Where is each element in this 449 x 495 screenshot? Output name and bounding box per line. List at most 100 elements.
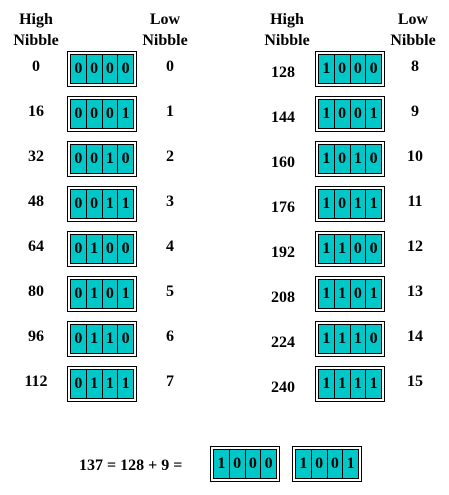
- bit-cell: 1: [86, 369, 103, 399]
- bit-cell: 0: [70, 189, 87, 219]
- bit-cell: 1: [334, 279, 351, 309]
- bit-cell: 0: [86, 144, 103, 174]
- bit-cell: 0: [86, 99, 103, 129]
- bit-cell: 0: [327, 449, 344, 479]
- bit-cell: 1: [318, 369, 335, 399]
- low-nibble-value: 10: [407, 148, 423, 165]
- bit-cell: 1: [350, 189, 367, 219]
- bit-cell: 1: [366, 99, 382, 129]
- high-nibble-value: 80: [28, 283, 44, 300]
- high-nibble-value: 0: [32, 58, 40, 75]
- bit-cell: 0: [245, 449, 262, 479]
- bit-cell: 0: [366, 54, 382, 84]
- bit-cell: 0: [70, 369, 87, 399]
- bit-cell: 0: [118, 234, 134, 264]
- bit-cell: 0: [350, 54, 367, 84]
- bit-cell: 0: [350, 279, 367, 309]
- example-equation: 137 = 128 + 9 =: [79, 457, 183, 474]
- bit-cell: 0: [366, 234, 382, 264]
- bit-cell: 1: [334, 234, 351, 264]
- low-nibble-value: 7: [166, 373, 174, 390]
- bit-cell: 0: [334, 54, 351, 84]
- bit-cell: 0: [102, 99, 119, 129]
- bit-cell: 0: [86, 54, 103, 84]
- right-low-nibble-header: Low Nibble: [390, 11, 436, 49]
- bit-cell: 1: [366, 279, 382, 309]
- bit-cell: 1: [318, 324, 335, 354]
- bit-cell: 1: [366, 369, 382, 399]
- bit-cell: 0: [350, 234, 367, 264]
- low-nibble-value: 1: [166, 103, 174, 120]
- bit-cell: 1: [118, 369, 134, 399]
- low-nibble-value: 11: [407, 193, 423, 210]
- bit-cell: 1: [118, 189, 134, 219]
- low-nibble-value: 14: [407, 328, 423, 345]
- bit-cell: 1: [318, 144, 335, 174]
- high-nibble-value: 64: [28, 238, 44, 255]
- low-nibble-value: 15: [407, 373, 423, 390]
- bit-cell: 0: [70, 279, 87, 309]
- low-nibble-value: 5: [166, 283, 174, 300]
- bit-cell: 1: [334, 324, 351, 354]
- left-high-nibble-header: High Nibble: [13, 11, 59, 49]
- high-nibble-value: 16: [28, 103, 44, 120]
- bit-cell: 1: [102, 189, 119, 219]
- bit-cell: 0: [102, 234, 119, 264]
- high-nibble-value: 176: [271, 199, 295, 216]
- bit-cell: 1: [318, 279, 335, 309]
- high-nibble-value: 96: [28, 328, 44, 345]
- high-nibble-value: 240: [271, 379, 295, 396]
- bit-cell: 0: [229, 449, 246, 479]
- bit-cell: 0: [70, 144, 87, 174]
- bit-cell: 1: [350, 369, 367, 399]
- low-nibble-value: 4: [166, 238, 174, 255]
- bit-cell: 1: [102, 369, 119, 399]
- bit-cell: 0: [366, 324, 382, 354]
- low-nibble-value: 2: [166, 148, 174, 165]
- bit-cell: 0: [118, 144, 134, 174]
- bit-cell: 0: [118, 324, 134, 354]
- bit-cell: 0: [70, 324, 87, 354]
- bit-cell: 1: [334, 369, 351, 399]
- bit-cell: 1: [102, 324, 119, 354]
- bit-cell: 1: [118, 99, 134, 129]
- bit-cell: 1: [318, 54, 335, 84]
- low-nibble-value: 13: [407, 283, 423, 300]
- bit-cell: 0: [102, 54, 119, 84]
- high-nibble-value: 144: [271, 109, 295, 126]
- bit-cell: 0: [311, 449, 328, 479]
- bit-cell: 0: [350, 99, 367, 129]
- bit-cell: 0: [118, 54, 134, 84]
- high-nibble-value: 48: [28, 193, 44, 210]
- bit-cell: 1: [318, 234, 335, 264]
- bit-cell: 0: [86, 189, 103, 219]
- left-low-nibble-header: Low Nibble: [142, 11, 188, 49]
- high-nibble-value: 208: [271, 289, 295, 306]
- bit-cell: 0: [70, 54, 87, 84]
- bit-cell: 1: [318, 189, 335, 219]
- bit-cell: 1: [343, 449, 359, 479]
- bit-cell: 1: [118, 279, 134, 309]
- bit-cell: 0: [70, 234, 87, 264]
- low-nibble-value: 3: [166, 193, 174, 210]
- bit-cell: 0: [334, 144, 351, 174]
- bit-cell: 1: [86, 324, 103, 354]
- bit-cell: 0: [261, 449, 277, 479]
- high-nibble-value: 32: [28, 148, 44, 165]
- low-nibble-value: 6: [166, 328, 174, 345]
- bit-cell: 1: [213, 449, 230, 479]
- high-nibble-value: 160: [271, 154, 295, 171]
- high-nibble-value: 224: [271, 334, 295, 351]
- right-high-nibble-header: High Nibble: [264, 11, 310, 49]
- bit-cell: 1: [295, 449, 312, 479]
